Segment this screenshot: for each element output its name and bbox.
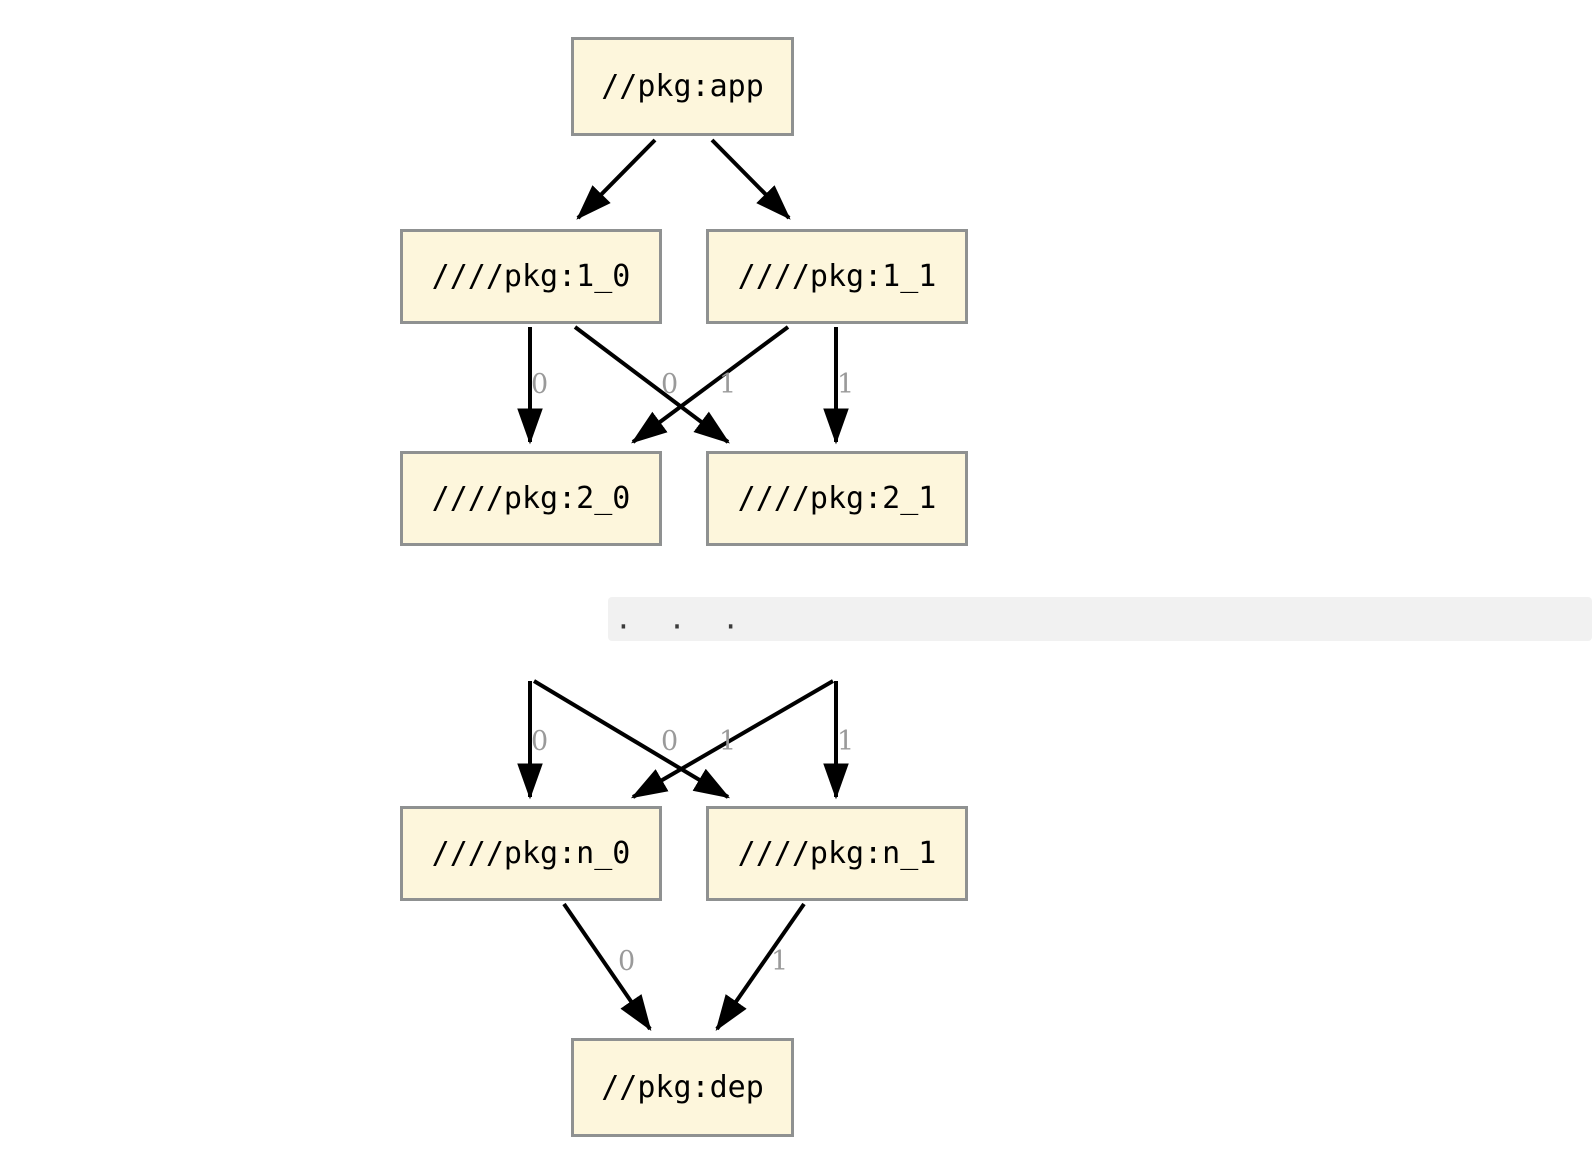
edge-app-to-1_1	[710, 138, 791, 220]
node-pkg-1_0[interactable]: ////pkg:1_0	[400, 229, 662, 324]
edge-label-prev_0-n_0: 0	[531, 726, 549, 757]
edge-label-n_0-dep: 0	[618, 946, 636, 977]
ellipsis-text: · · ·	[618, 607, 755, 647]
node-label: ////pkg:n_0	[431, 836, 631, 871]
elided-nodes-band: · · ·	[608, 597, 1592, 647]
node-pkg-n_0[interactable]: ////pkg:n_0	[400, 806, 662, 901]
edge-label-1_1-2_1: 1	[837, 369, 855, 400]
edge-label-prev_1-n_0: 1	[719, 726, 737, 757]
edge-n_1-to-dep	[715, 902, 806, 1031]
node-pkg-2_0[interactable]: ////pkg:2_0	[400, 451, 662, 546]
node-label: ////pkg:2_0	[431, 481, 631, 516]
edge-label-1_0-2_0: 0	[531, 369, 549, 400]
edge-prev_0-to-n_1	[532, 679, 731, 799]
edge-app-to-1_0	[576, 138, 657, 220]
edge-1_1-to-2_0	[631, 325, 790, 444]
node-label: ////pkg:2_1	[737, 481, 937, 516]
node-label: //pkg:app	[601, 69, 764, 104]
node-label: ////pkg:n_1	[737, 836, 937, 871]
node-label: //pkg:dep	[601, 1070, 764, 1105]
edge-label-1_1-2_0: 1	[719, 369, 737, 400]
edge-label-prev_0-n_1: 0	[661, 726, 679, 757]
node-pkg-n_1[interactable]: ////pkg:n_1	[706, 806, 968, 901]
node-dep[interactable]: //pkg:dep	[571, 1038, 794, 1137]
edge-label-1_0-2_1: 0	[661, 369, 679, 400]
edge-prev_1-to-n_0	[630, 679, 835, 799]
node-pkg-2_1[interactable]: ////pkg:2_1	[706, 451, 968, 546]
edge-label-n_1-dep: 1	[771, 946, 789, 977]
edge-label-prev_1-n_1: 1	[837, 726, 855, 757]
node-pkg-1_1[interactable]: ////pkg:1_1	[706, 229, 968, 324]
edge-n_0-to-dep	[562, 902, 652, 1031]
node-label: ////pkg:1_1	[737, 259, 937, 294]
node-label: ////pkg:1_0	[431, 259, 631, 294]
edge-1_0-to-2_1	[573, 325, 730, 444]
node-app[interactable]: //pkg:app	[571, 37, 794, 136]
